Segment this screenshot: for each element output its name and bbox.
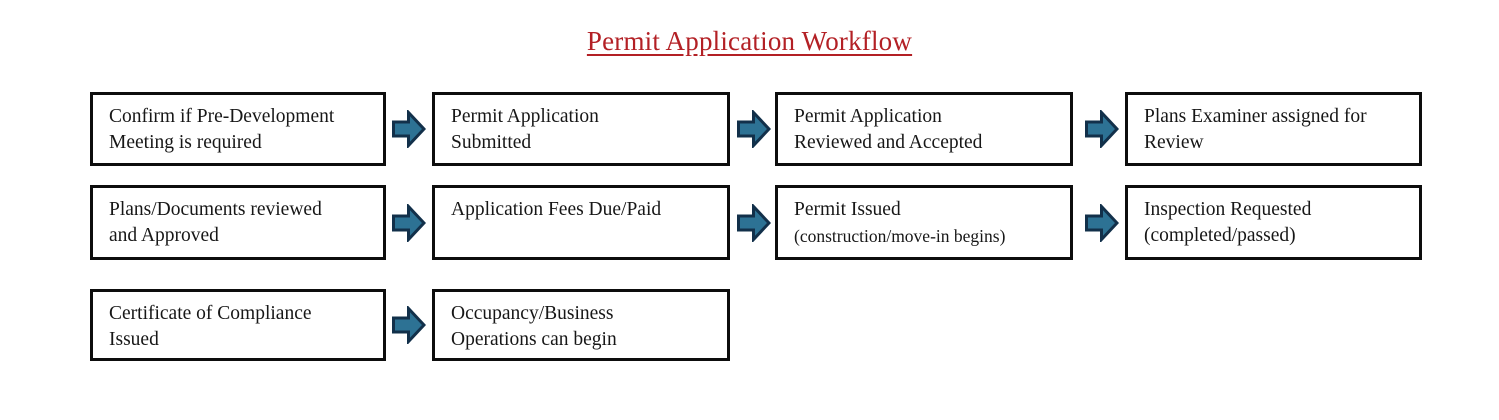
right-block-arrow-icon [737, 204, 771, 242]
step-application-reviewed-accepted: Permit Application Reviewed and Accepted [775, 92, 1073, 166]
step-text-line: Operations can begin [451, 329, 617, 350]
step-inspection-requested: Inspection Requested (completed/passed) [1125, 185, 1422, 260]
step-plans-examiner-assigned: Plans Examiner assigned for Review [1125, 92, 1422, 166]
step-text-line: Meeting is required [109, 132, 262, 153]
step-text-line: (completed/passed) [1144, 225, 1296, 246]
step-application-fees-due-paid: Application Fees Due/Paid [432, 185, 730, 260]
step-text-line: Issued [109, 329, 159, 350]
step-text-line: Plans Examiner assigned for [1144, 106, 1367, 127]
step-occupancy-operations-begin: Occupancy/Business Operations can begin [432, 289, 730, 361]
step-text-line: Inspection Requested [1144, 199, 1312, 220]
step-text-line: Application Fees Due/Paid [451, 199, 662, 220]
step-text-line: Permit Issued [794, 199, 901, 220]
step-text-line: Plans/Documents reviewed [109, 199, 322, 220]
right-block-arrow-icon [1085, 204, 1119, 242]
step-certificate-of-compliance: Certificate of Compliance Issued [90, 289, 386, 361]
right-block-arrow-icon [737, 110, 771, 148]
right-block-arrow-icon [1085, 110, 1119, 148]
step-text-line: Occupancy/Business [451, 303, 614, 324]
step-text-line: (construction/move-in begins) [794, 226, 1006, 246]
right-block-arrow-icon [392, 204, 426, 242]
right-block-arrow-icon [392, 110, 426, 148]
step-text-line: Certificate of Compliance [109, 303, 312, 324]
step-text-line: Permit Application [451, 106, 599, 127]
step-text-line: Submitted [451, 132, 532, 153]
step-plans-documents-approved: Plans/Documents reviewed and Approved [90, 185, 386, 260]
step-text-line: Review [1144, 132, 1204, 153]
step-confirm-predevelopment-meeting: Confirm if Pre-Development Meeting is re… [90, 92, 386, 166]
diagram-title: Permit Application Workflow [586, 26, 913, 56]
step-text-line: Confirm if Pre-Development [109, 106, 335, 127]
step-text-line: Permit Application [794, 106, 942, 127]
step-text-line: and Approved [109, 225, 219, 246]
right-block-arrow-icon [392, 306, 426, 344]
step-permit-issued: Permit Issued (construction/move-in begi… [775, 185, 1073, 260]
step-permit-application-submitted: Permit Application Submitted [432, 92, 730, 166]
step-text-line: Reviewed and Accepted [794, 132, 983, 153]
